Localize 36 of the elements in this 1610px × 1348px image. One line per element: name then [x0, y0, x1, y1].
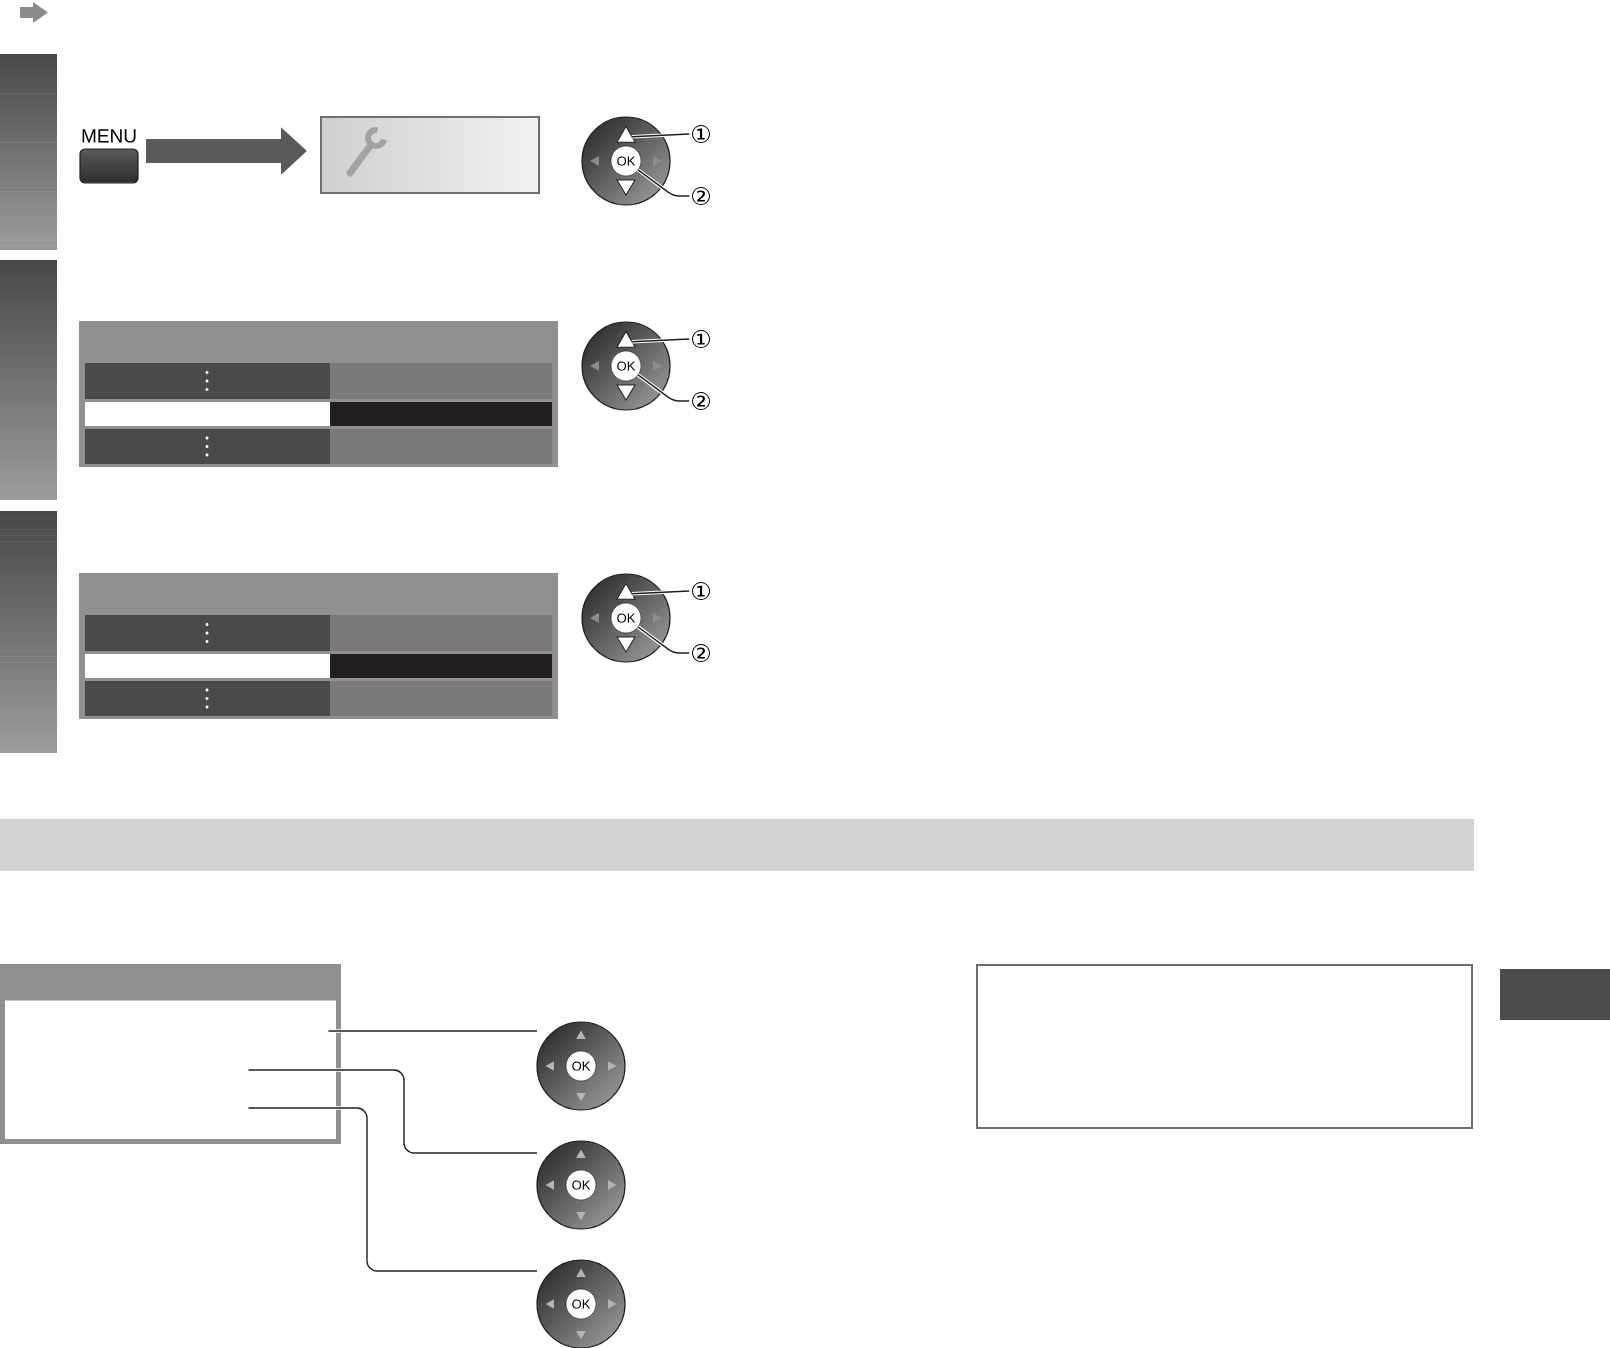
- leader-line: [631, 337, 690, 344]
- leader-line: [247, 1106, 538, 1273]
- callout-number: ①: [692, 330, 710, 348]
- direction-pad: [536, 1259, 626, 1348]
- ok-button: OK: [565, 1050, 597, 1082]
- up-arrow-button: [616, 126, 636, 143]
- ok-button: OK: [610, 350, 642, 382]
- up-arrow-button: [616, 331, 636, 348]
- ok-button: OK: [565, 1288, 597, 1320]
- leader-line: [327, 1029, 538, 1033]
- direction-pad: [581, 116, 671, 206]
- direction-pad: [581, 573, 671, 663]
- leader-line: [637, 168, 690, 198]
- ok-button: OK: [565, 1169, 597, 1201]
- leader-line: [631, 132, 690, 139]
- up-arrow-button: [616, 583, 636, 600]
- callout-number: ②: [692, 392, 710, 410]
- direction-pad: [536, 1140, 626, 1230]
- direction-pad: [536, 1021, 626, 1111]
- direction-pad: [581, 321, 671, 411]
- callout-number: ②: [692, 187, 710, 205]
- callout-number: ②: [692, 644, 710, 662]
- ok-button: OK: [610, 145, 642, 177]
- menu-banner: [320, 116, 540, 194]
- callout-number: ①: [692, 582, 710, 600]
- leader-line: [247, 1068, 538, 1155]
- node-label: MENU: [82, 129, 136, 143]
- note-box: [976, 964, 1473, 1129]
- leader-line: [637, 625, 690, 655]
- menu-window: [0, 964, 341, 1144]
- menu-button: MENU: [79, 129, 139, 184]
- leader-line: [631, 589, 690, 596]
- ok-button: OK: [610, 602, 642, 634]
- callout-number: ①: [692, 125, 710, 143]
- leader-line: [637, 373, 690, 403]
- section-band: [0, 819, 1475, 871]
